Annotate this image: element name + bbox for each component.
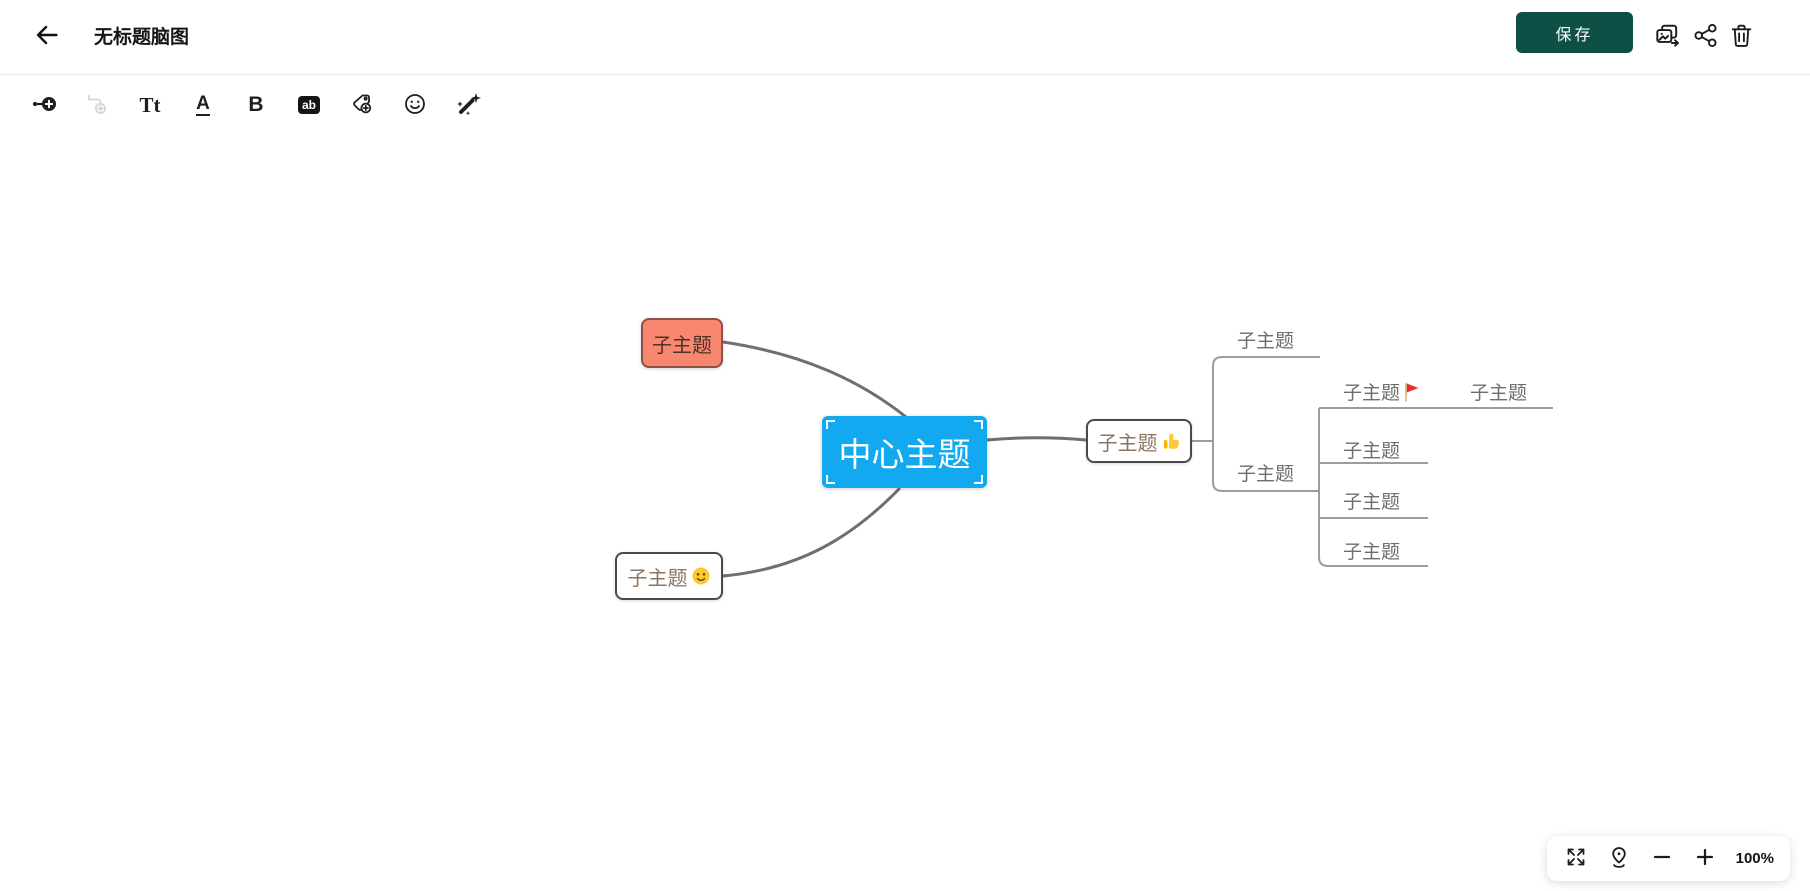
edge-central-to-thumb — [985, 436, 1088, 442]
back-arrow-icon — [32, 20, 62, 53]
export-image-button[interactable] — [1652, 22, 1682, 52]
central-topic-node[interactable]: 中心主题 — [822, 416, 987, 488]
font-color-icon: A — [196, 93, 210, 116]
text-background-button[interactable]: ab — [293, 89, 325, 121]
subtopic-label: 子主题 — [1237, 464, 1295, 485]
subtopic-label: 子主题 — [652, 334, 712, 357]
edge-central-to-salmon — [721, 340, 908, 419]
plus-icon — [1694, 846, 1716, 871]
view-controls-bar: 100% — [1547, 836, 1790, 881]
fit-screen-icon — [1564, 845, 1588, 872]
font-color-button[interactable]: A — [187, 89, 219, 121]
central-topic-label: 中心主题 — [838, 436, 971, 473]
font-size-icon: Tt — [139, 92, 161, 117]
subtopic-node-row3[interactable]: 子主题 — [1343, 487, 1400, 514]
minus-icon — [1651, 846, 1673, 871]
tag-plus-icon — [349, 91, 375, 120]
bold-button[interactable]: B — [240, 89, 272, 121]
location-pin-icon — [1607, 845, 1631, 872]
export-image-icon — [1653, 22, 1681, 53]
add-topic-button[interactable] — [28, 89, 60, 121]
subtopic-label: 子主题 — [1343, 441, 1401, 462]
selection-corner-br — [974, 475, 983, 484]
add-subtopic-button[interactable] — [81, 89, 113, 121]
zoom-in-button[interactable] — [1692, 846, 1718, 872]
subtopic-label: 子主题 — [627, 567, 688, 590]
subtopic-label: 子主题 — [1343, 492, 1401, 513]
add-subtopic-icon — [84, 91, 110, 120]
add-topic-icon — [30, 91, 58, 120]
subtopic-node-right-bottom[interactable]: 子主题 — [1237, 459, 1294, 486]
zoom-out-button[interactable] — [1649, 846, 1675, 872]
back-button[interactable] — [30, 19, 64, 53]
bracket-top — [1212, 356, 1320, 441]
subtopic-node-row4[interactable]: 子主题 — [1343, 537, 1400, 564]
document-title: 无标题脑图 — [94, 27, 190, 48]
app-header: 无标题脑图 保存 — [0, 0, 1810, 75]
subtopic-node-smiley[interactable]: 子主题 — [615, 552, 723, 600]
smiley-outline-icon — [402, 91, 428, 120]
selection-corner-bl — [826, 475, 835, 484]
format-toolbar: Tt A B ab — [28, 76, 484, 134]
magic-wand-button[interactable] — [452, 89, 484, 121]
save-button[interactable]: 保存 — [1516, 12, 1633, 53]
subtopic-label: 子主题 — [1343, 383, 1401, 404]
emoji-picker-button[interactable] — [399, 89, 431, 121]
add-tag-button[interactable] — [346, 89, 378, 121]
subtopic-label: 子主题 — [1237, 331, 1295, 352]
thumbs-up-emoji — [1161, 431, 1181, 451]
subtopic-node-salmon[interactable]: 子主题 — [641, 318, 723, 368]
bracket-bottom — [1212, 441, 1319, 492]
subtopic-node-thumbs-up[interactable]: 子主题 — [1086, 419, 1192, 463]
fit-screen-button[interactable] — [1563, 846, 1589, 872]
subtopic-label: 子主题 — [1343, 542, 1401, 563]
subtopic-node-right-top[interactable]: 子主题 — [1237, 326, 1294, 353]
subtopic-node-flag-child[interactable]: 子主题 — [1470, 378, 1527, 405]
magic-wand-icon — [454, 90, 482, 121]
subtopic-label: 子主题 — [1470, 383, 1528, 404]
locate-center-button[interactable] — [1606, 846, 1632, 872]
selection-corner-tr — [974, 420, 983, 429]
font-size-button[interactable]: Tt — [134, 89, 166, 121]
trash-icon — [1728, 22, 1755, 52]
text-background-icon: ab — [297, 96, 320, 114]
delete-button[interactable] — [1726, 22, 1756, 52]
bold-icon: B — [248, 93, 264, 116]
share-icon — [1692, 22, 1719, 52]
subtopic-node-row2[interactable]: 子主题 — [1343, 436, 1400, 463]
subtopic-node-flag[interactable]: 子主题 — [1343, 378, 1421, 405]
subtopic-label: 子主题 — [1097, 432, 1158, 455]
edge-central-to-smile — [721, 487, 901, 578]
flag-emoji — [1402, 381, 1421, 403]
bracket-grandchildren — [1318, 408, 1428, 567]
zoom-level: 100% — [1735, 850, 1774, 867]
smiley-emoji — [691, 566, 711, 586]
share-button[interactable] — [1690, 22, 1720, 52]
selection-corner-tl — [826, 420, 835, 429]
